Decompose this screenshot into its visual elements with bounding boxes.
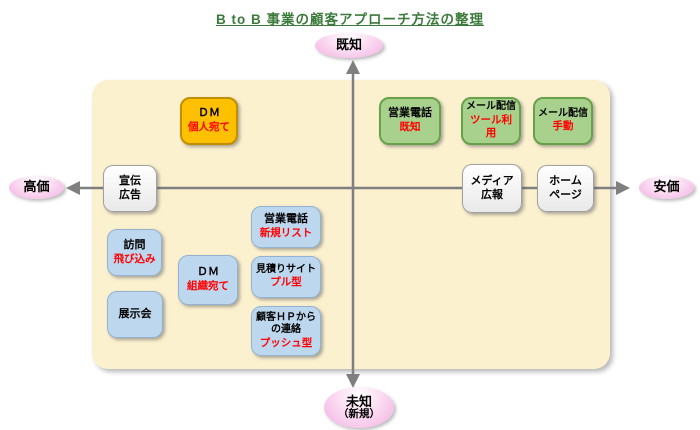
page-title: B to B 事業の顧客アプローチ方法の整理: [216, 12, 484, 27]
axis-arrow-left-icon: [66, 181, 80, 195]
box-mail-tool: メール配信 ツール利用: [461, 97, 521, 145]
box-media-pr-label: メディア 広報: [470, 174, 514, 201]
diagram-background-panel: [92, 80, 610, 369]
box-visit-sublabel: 飛び込み: [113, 252, 156, 265]
box-sales-call-known-sublabel: 既知: [399, 121, 421, 134]
axis-label-expensive-text: 高価: [23, 179, 50, 195]
box-dm-org: ＤＭ 組織宛て: [178, 255, 238, 305]
box-customer-hp-contact: 顧客ＨＰから の連絡 プッシュ型: [251, 306, 321, 356]
axis-arrow-down-icon: [346, 374, 360, 388]
axis-arrow-right-icon: [616, 181, 630, 195]
axis-label-unknown-text: 未知: [345, 393, 372, 409]
box-advertising-label: 宣伝 広告: [119, 174, 141, 201]
box-dm-org-sublabel: 組織宛て: [187, 280, 229, 293]
box-media-pr: メディア 広報: [462, 164, 522, 213]
box-quote-site-sublabel: プル型: [270, 276, 302, 289]
box-customer-hp-contact-label: 顧客ＨＰから の連絡: [256, 311, 316, 336]
box-exhibition: 展示会: [107, 291, 163, 338]
box-visit: 訪問 飛び込み: [107, 229, 162, 276]
box-advertising: 宣伝 広告: [103, 165, 157, 212]
box-mail-manual-label: メール配信: [538, 107, 588, 119]
box-sales-call-newlist-label: 営業電話: [264, 213, 308, 226]
box-homepage: ホーム ページ: [537, 165, 594, 212]
axis-label-expensive: 高価: [9, 176, 64, 199]
axis-label-unknown: 未知 （新規）: [324, 387, 394, 428]
box-sales-call-newlist-sublabel: 新規リスト: [259, 227, 313, 240]
box-mail-manual: メール配信 手動: [533, 97, 593, 145]
box-visit-label: 訪問: [123, 238, 146, 251]
axis-label-known: 既知: [315, 33, 383, 58]
box-homepage-label: ホーム ページ: [549, 174, 582, 201]
box-sales-call-newlist: 営業電話 新規リスト: [251, 206, 321, 248]
axis-label-known-text: 既知: [335, 37, 362, 53]
box-quote-site-label: 見積りサイト: [256, 263, 316, 275]
axis-label-cheap-text: 安価: [653, 179, 680, 195]
box-sales-call-known: 営業電話 既知: [379, 97, 441, 145]
box-dm-personal: ＤＭ 個人宛て: [180, 97, 238, 145]
box-mail-tool-sublabel: ツール利用: [470, 113, 512, 140]
axis-label-unknown-subtext: （新規）: [338, 407, 380, 420]
box-quote-site: 見積りサイト プル型: [251, 256, 321, 298]
axis-label-cheap: 安価: [639, 176, 694, 199]
box-mail-tool-label: メール配信: [466, 101, 516, 113]
box-sales-call-known-label: 営業電話: [388, 107, 432, 120]
box-dm-org-label: ＤＭ: [197, 266, 219, 279]
axis-arrow-up-icon: [346, 60, 360, 74]
box-mail-manual-sublabel: 手動: [552, 120, 574, 133]
box-customer-hp-contact-sublabel: プッシュ型: [259, 336, 313, 349]
box-exhibition-label: 展示会: [118, 307, 152, 320]
box-dm-personal-label: ＤＭ: [198, 107, 220, 120]
box-dm-personal-sublabel: 個人宛て: [188, 121, 230, 134]
